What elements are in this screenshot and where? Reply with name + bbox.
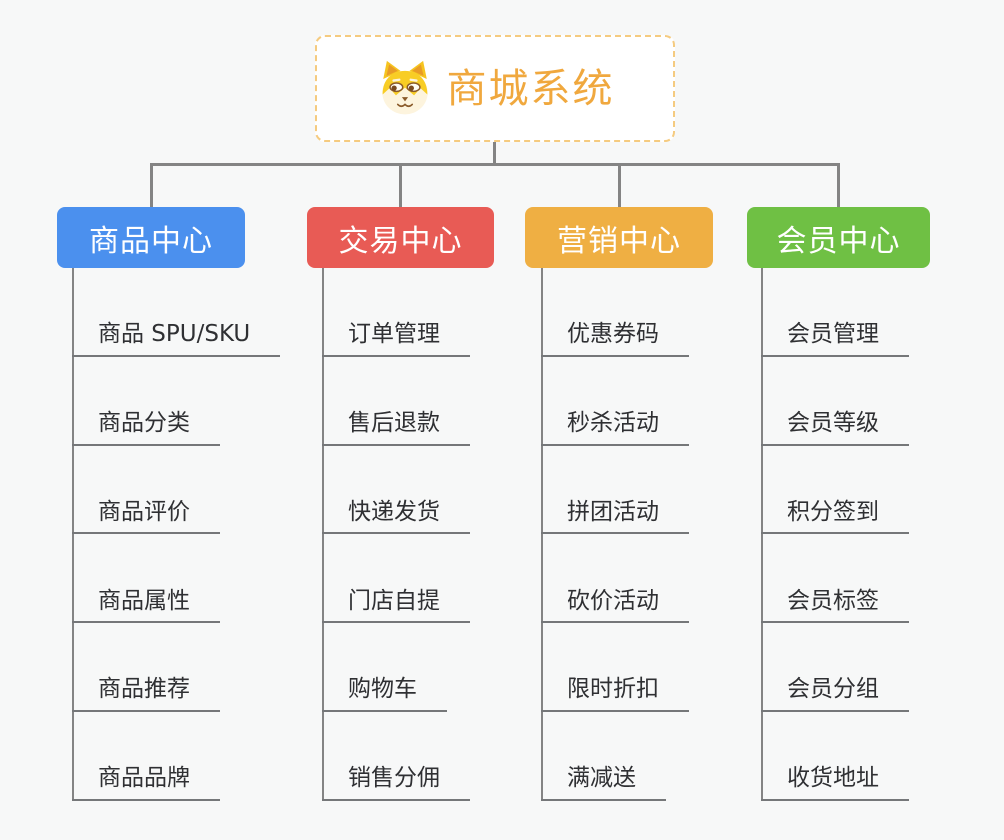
column-spine-connector xyxy=(761,268,763,801)
leaf-node[interactable]: 满减送 xyxy=(541,765,666,801)
leaf-node[interactable]: 砍价活动 xyxy=(541,588,689,623)
leaf-node[interactable]: 收货地址 xyxy=(761,765,909,801)
root-node[interactable]: 商城系统 xyxy=(315,35,675,142)
leaf-node[interactable]: 商品属性 xyxy=(72,588,220,623)
leaf-node[interactable]: 购物车 xyxy=(322,676,447,712)
leaf-node[interactable]: 拼团活动 xyxy=(541,499,689,535)
leaf-node[interactable]: 限时折扣 xyxy=(541,676,689,712)
leaf-node[interactable]: 快递发货 xyxy=(322,499,470,535)
branch-node-member-center[interactable]: 会员中心 xyxy=(747,207,930,268)
leaf-node[interactable]: 会员等级 xyxy=(761,410,909,446)
leaf-node[interactable]: 订单管理 xyxy=(322,321,470,357)
column-spine-connector xyxy=(541,268,543,801)
branch-label: 会员中心 xyxy=(776,223,901,259)
leaf-node[interactable]: 商品推荐 xyxy=(72,676,220,712)
root-stem-connector xyxy=(493,141,496,164)
leaf-node[interactable]: 商品品牌 xyxy=(72,765,220,801)
leaf-node[interactable]: 会员分组 xyxy=(761,676,909,712)
leaf-column-marketing: 优惠券码 秒杀活动 拼团活动 砍价活动 限时折扣 满减送 xyxy=(541,268,791,801)
branch-node-marketing-center[interactable]: 营销中心 xyxy=(525,207,713,268)
branch-bus-connector xyxy=(150,163,840,166)
leaf-node[interactable]: 会员标签 xyxy=(761,588,909,623)
leaf-column-trade: 订单管理 售后退款 快递发货 门店自提 购物车 销售分佣 xyxy=(322,268,572,801)
leaf-node[interactable]: 商品 SPU/SKU xyxy=(72,321,281,357)
leaf-node[interactable]: 门店自提 xyxy=(322,588,470,623)
leaf-column-member: 会员管理 会员等级 积分签到 会员标签 会员分组 收货地址 xyxy=(761,268,1004,801)
branch-drop-connector xyxy=(837,163,840,208)
branch-label: 商品中心 xyxy=(89,223,213,259)
leaf-node[interactable]: 销售分佣 xyxy=(322,765,470,801)
leaf-node[interactable]: 积分签到 xyxy=(761,499,909,535)
dog-face-icon xyxy=(381,60,428,114)
branch-node-trade-center[interactable]: 交易中心 xyxy=(307,207,494,268)
leaf-node[interactable]: 商品分类 xyxy=(72,410,220,446)
branch-node-goods-center[interactable]: 商品中心 xyxy=(57,207,245,268)
leaf-column-goods: 商品 SPU/SKU 商品分类 商品评价 商品属性 商品推荐 商品品牌 xyxy=(72,268,322,801)
leaf-node[interactable]: 秒杀活动 xyxy=(541,410,689,446)
branch-drop-connector xyxy=(618,163,621,208)
branch-drop-connector xyxy=(399,163,402,208)
branch-label: 交易中心 xyxy=(338,223,463,259)
leaf-node[interactable]: 会员管理 xyxy=(761,321,909,357)
leaf-node[interactable]: 商品评价 xyxy=(72,499,220,535)
branch-label: 营销中心 xyxy=(557,223,681,259)
branch-drop-connector xyxy=(150,163,153,208)
root-title: 商城系统 xyxy=(446,65,615,112)
leaf-node[interactable]: 售后退款 xyxy=(322,410,470,446)
column-spine-connector xyxy=(322,268,324,801)
leaf-node[interactable]: 优惠券码 xyxy=(541,321,689,357)
column-spine-connector xyxy=(72,268,74,801)
